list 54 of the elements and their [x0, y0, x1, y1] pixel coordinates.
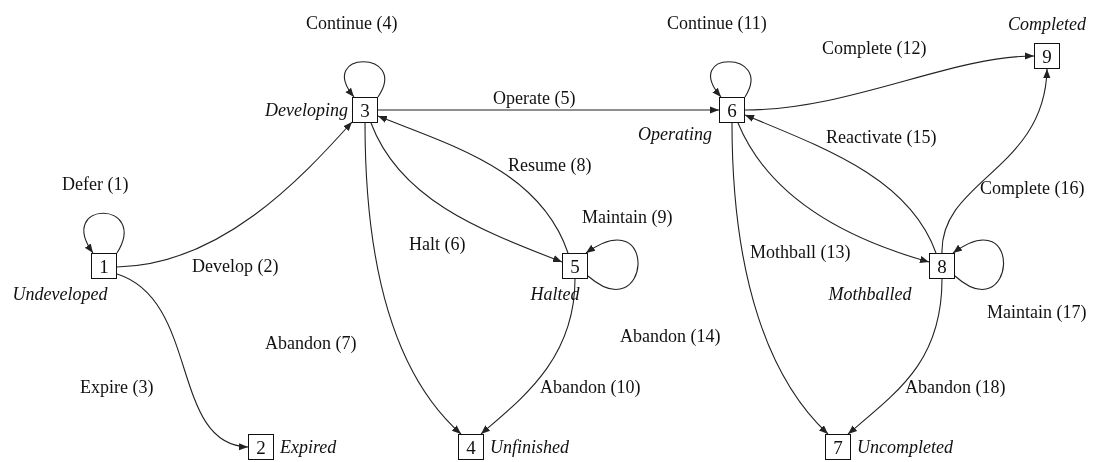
state-box: 5	[562, 253, 588, 279]
transition-arrow	[847, 278, 943, 435]
edge-label: Abandon (18)	[905, 377, 1006, 397]
edge-label: Halt (6)	[409, 234, 466, 254]
transition-arrow	[116, 273, 249, 449]
edge-label: Operate (5)	[493, 88, 576, 108]
state-name: Uncompleted	[857, 437, 953, 457]
edge-label: Abandon (7)	[265, 333, 357, 353]
state-name: Mothballed	[828, 284, 912, 304]
state-name: Unfinished	[490, 437, 569, 457]
edge-label: Continue (4)	[306, 13, 398, 33]
edge-label: Mothball (13)	[750, 242, 851, 262]
state-box: 2	[248, 434, 274, 460]
transition-arrow	[737, 122, 930, 263]
transition-arrow	[116, 121, 353, 268]
state-box: 8	[929, 253, 955, 279]
state-box: 3	[352, 97, 378, 123]
state-name: Operating	[638, 124, 712, 144]
self-loop-arrow	[83, 212, 125, 254]
edge-label: Expire (3)	[80, 377, 154, 397]
self-loop-arrow	[952, 239, 1005, 290]
state-box: 9	[1034, 43, 1060, 69]
state-box: 1	[91, 253, 117, 279]
transition-arrow	[364, 122, 462, 435]
state-name: Halted	[530, 284, 580, 304]
transition-arrow	[744, 114, 937, 254]
transition-arrow	[370, 122, 563, 263]
edge-label: Resume (8)	[508, 155, 592, 175]
transition-arrow	[377, 106, 720, 114]
edge-label: Abandon (10)	[540, 377, 641, 397]
self-loop-arrow	[710, 61, 752, 98]
edge-label: Complete (16)	[980, 178, 1085, 198]
self-loop-arrow	[585, 239, 639, 290]
state-box: 7	[825, 434, 851, 460]
self-loop-arrow	[343, 61, 386, 98]
state-name: Completed	[1008, 14, 1086, 34]
state-name: Undeveloped	[12, 284, 108, 304]
state-box: 6	[719, 97, 745, 123]
edge-label: Maintain (9)	[582, 207, 673, 227]
edge-label: Reactivate (15)	[826, 127, 937, 147]
transition-arrow	[480, 278, 576, 435]
transition-arrow	[941, 68, 1050, 254]
edge-label: Defer (1)	[62, 174, 129, 194]
edge-label: Abandon (14)	[620, 326, 721, 346]
transition-arrow	[377, 115, 569, 254]
edge-label: Develop (2)	[192, 256, 279, 276]
edge-label: Maintain (17)	[987, 302, 1087, 322]
state-name: Expired	[280, 437, 337, 457]
state-name: Developing	[265, 100, 348, 120]
edge-label: Complete (12)	[822, 38, 927, 58]
edge-label: Continue (11)	[667, 13, 767, 33]
state-box: 4	[458, 434, 484, 460]
transition-arrow	[731, 122, 829, 435]
transition-arrow	[744, 52, 1035, 111]
